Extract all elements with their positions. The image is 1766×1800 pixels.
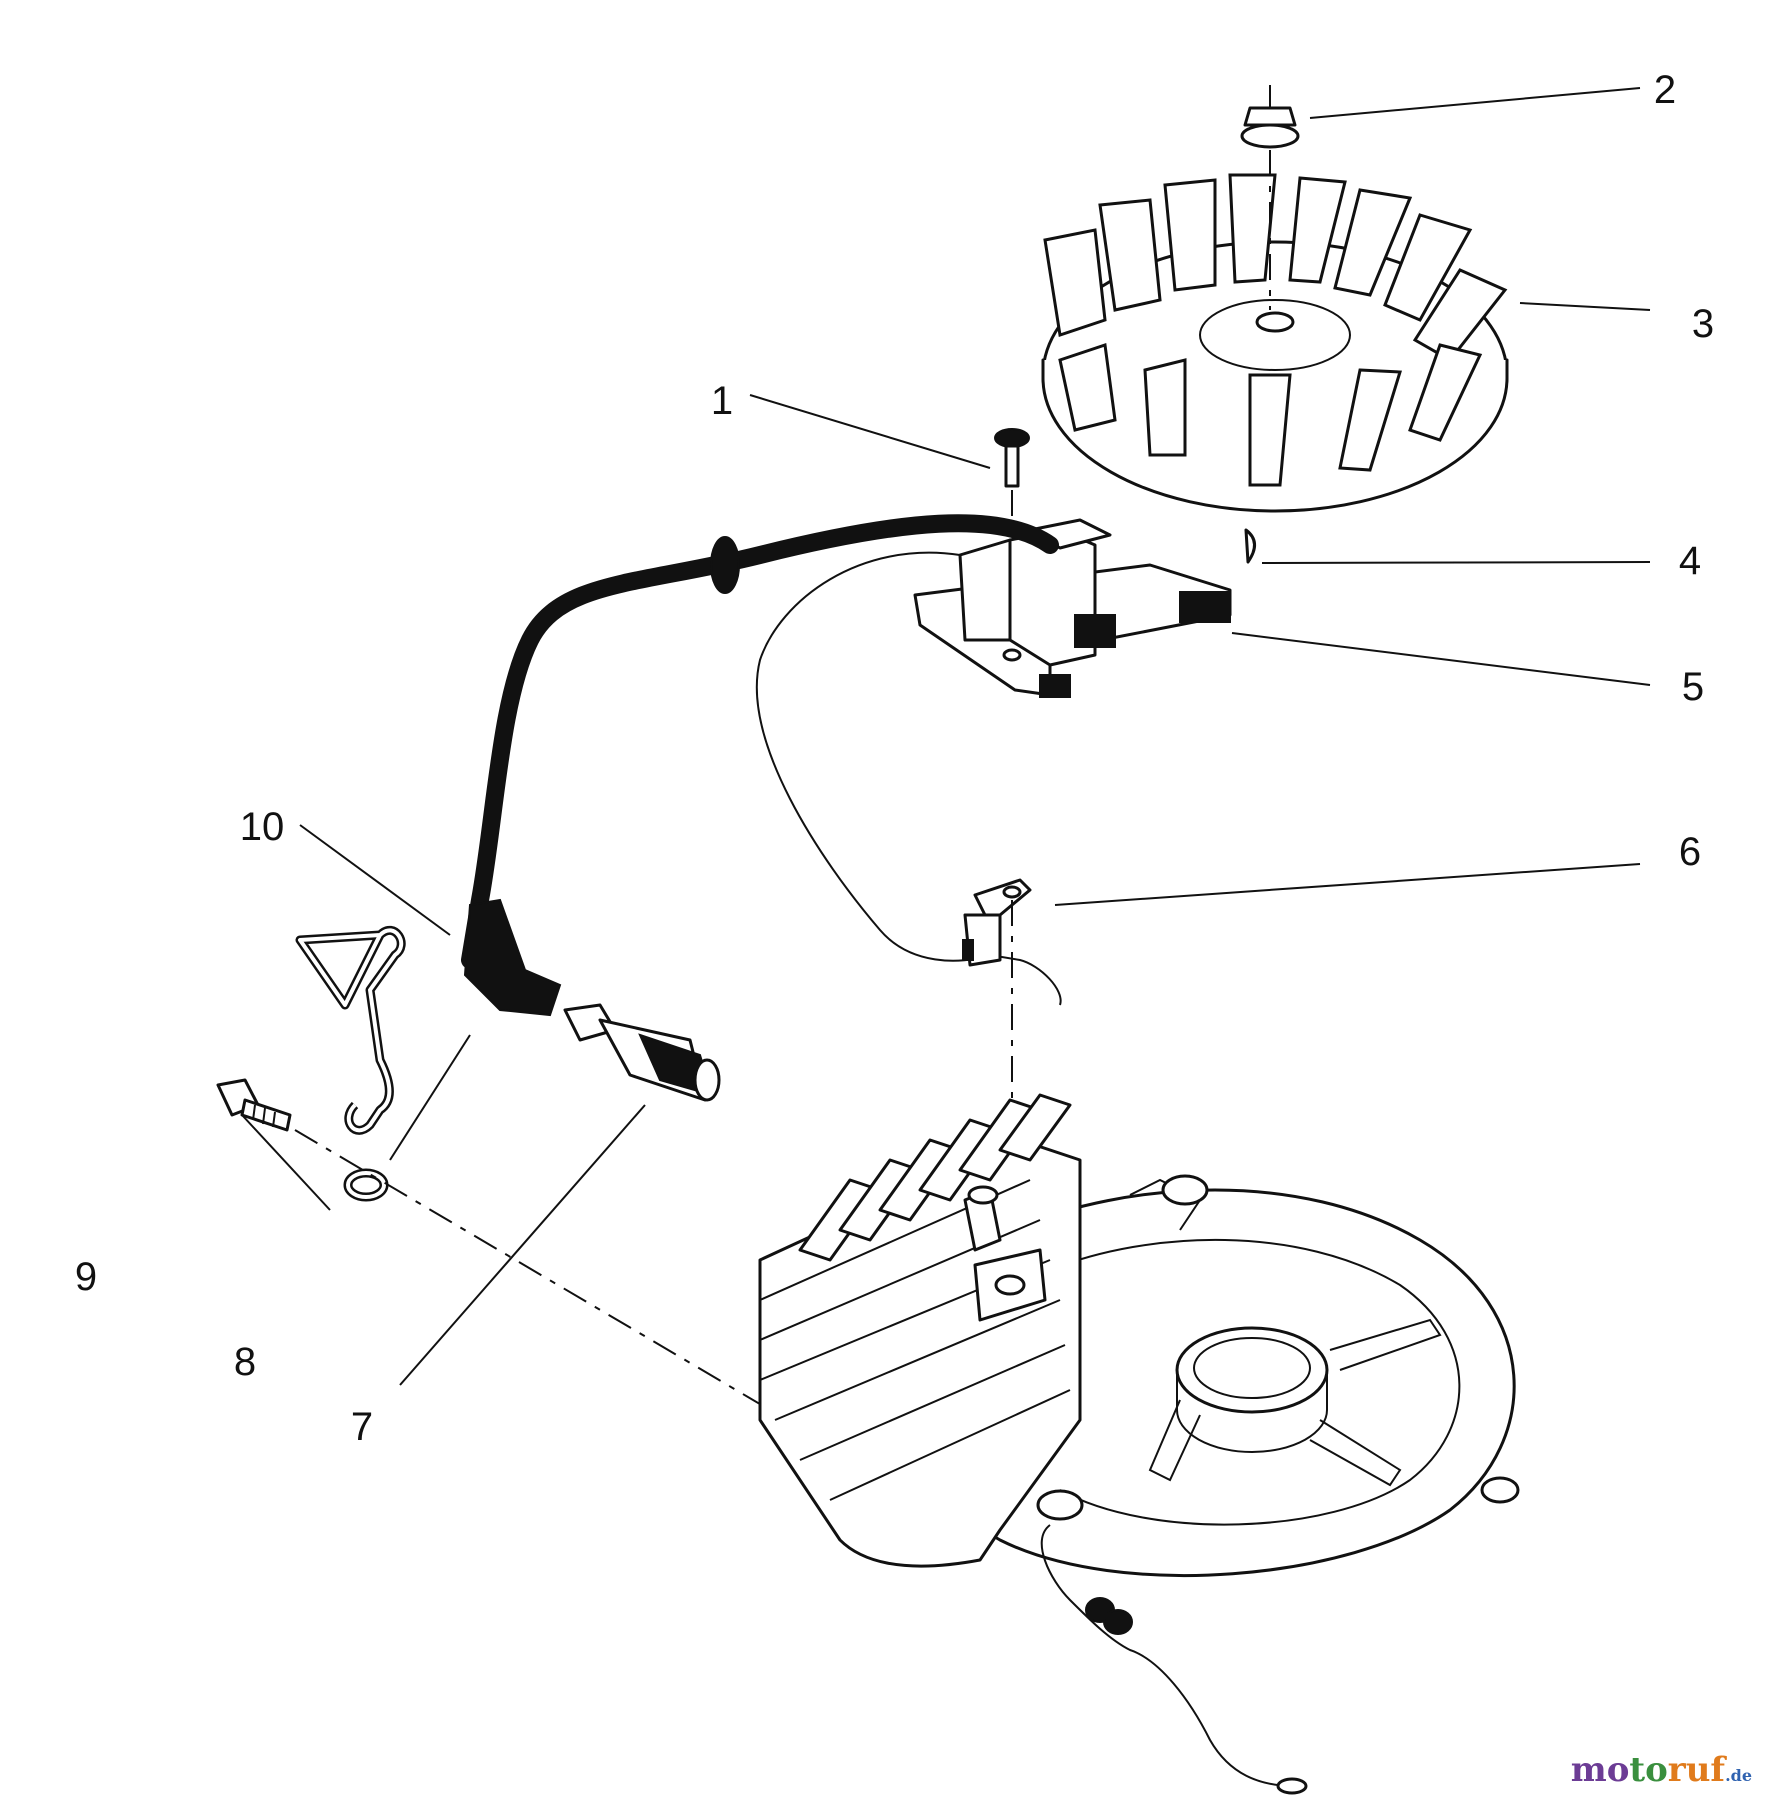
ignition-module (913, 518, 1232, 698)
watermark-part-4: .de (1725, 1766, 1752, 1785)
flywheel-nut (1240, 85, 1300, 310)
mounting-screw (994, 428, 1030, 680)
watermark-part-1: mo (1570, 1750, 1630, 1790)
callout-labels: 2 3 1 4 5 6 10 9 8 7 (75, 68, 1714, 1449)
engine-block (758, 1093, 1520, 1577)
watermark-part-2: to (1629, 1750, 1668, 1790)
bracket-bolt (216, 1078, 292, 1132)
callout-9: 9 (75, 1255, 97, 1299)
callout-2: 2 (1654, 68, 1676, 112)
ground-wire (755, 551, 1062, 1006)
callout-1: 1 (711, 379, 733, 423)
leader-lines (241, 87, 1651, 1386)
watermark-logo: motoruf.de (1571, 1750, 1752, 1790)
wire-bracket (295, 925, 406, 1202)
callout-4: 4 (1679, 539, 1701, 583)
flywheel (1041, 173, 1509, 513)
spark-plug (563, 1003, 721, 1102)
callout-5: 5 (1682, 665, 1704, 709)
callout-10: 10 (240, 805, 285, 849)
kill-wire (1040, 1524, 1308, 1795)
callout-3: 3 (1692, 302, 1714, 346)
spark-plug-lead (461, 514, 1059, 1017)
callout-8: 8 (234, 1340, 256, 1384)
callout-6: 6 (1679, 830, 1701, 874)
flywheel-key (1244, 528, 1256, 564)
watermark-part-3: ruf (1667, 1750, 1726, 1790)
callout-7: 7 (351, 1405, 373, 1449)
